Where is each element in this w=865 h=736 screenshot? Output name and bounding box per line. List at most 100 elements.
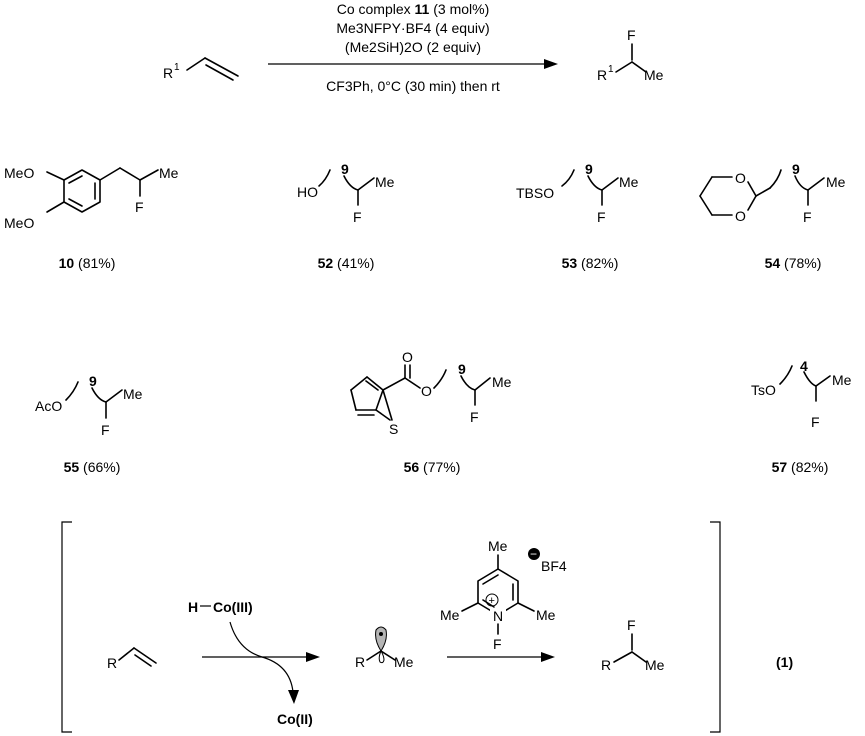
f-label: F: [811, 414, 820, 430]
repeat-paren-left: [779, 365, 793, 385]
carbonyl-oxygen: O: [402, 349, 413, 365]
mech-alkene-double-b: [134, 654, 152, 667]
ring-bond-3: [699, 195, 713, 216]
general-product: F R 1 Me: [597, 27, 664, 83]
methoxy-bond-1: [46, 171, 65, 181]
thiophene-bond-3: [366, 376, 384, 391]
repeat-paren-right: [794, 175, 809, 191]
mechanism-scheme: R H Co(III) Co(II) R Me Me: [61, 521, 793, 733]
hco-co3-label: Co(III): [213, 599, 253, 615]
f-label: F: [597, 209, 606, 225]
compound-caption: 55 (66%): [64, 459, 121, 475]
compound-caption: 10 (81%): [59, 255, 116, 271]
pyridine-n-label: N: [493, 608, 503, 624]
methoxy-label-2: MeO: [4, 215, 34, 231]
reactant-r-label: R: [163, 65, 173, 81]
compound-caption: 57 (82%): [772, 459, 829, 475]
repeat-paren-right: [587, 175, 603, 191]
mech-product-me-label: Me: [645, 657, 665, 673]
thiophene-bond-5: [350, 389, 357, 411]
mech-product-r-label: R: [601, 657, 611, 673]
compound-56: S O O 9 Me F 56 (77%): [350, 349, 512, 475]
reactant-alkene: R 1: [163, 57, 239, 81]
reaction-arrow-group: Co complex 11 (3 mol%) Me3NFPY·BF4 (4 eq…: [268, 1, 558, 94]
repeat-paren-right: [343, 175, 359, 191]
chain-bond: [474, 377, 491, 391]
radical-rc-bond: [366, 650, 382, 661]
compound-caption: 53 (82%): [562, 255, 619, 271]
ring-oxygen-1: O: [735, 170, 746, 186]
compound-caption: 52 (41%): [318, 255, 375, 271]
product-rc-bond: [615, 61, 633, 73]
mech-arrow-1-head: [306, 652, 320, 662]
me-label: Me: [159, 165, 179, 181]
pyridine-me-top: Me: [488, 538, 508, 554]
repeat-count: 9: [458, 361, 466, 377]
conditions-line-3: (Me2SiH)2O (2 equiv): [345, 39, 481, 55]
product-r-superscript: 1: [608, 64, 614, 75]
repeat-paren-left: [561, 169, 575, 187]
product-r-label: R: [597, 67, 607, 83]
methoxy-bond-2: [46, 201, 65, 213]
pyridine-f-label: F: [493, 636, 502, 652]
thiophene-bond-3b: [365, 380, 379, 391]
chain-bond: [601, 177, 619, 191]
chain-bond-2: [807, 177, 825, 191]
pyridine-me-right: Me: [536, 607, 556, 623]
ring-oxygen-2: O: [735, 208, 746, 224]
radical-orbital-lower: [378, 649, 385, 664]
radical-orbital-upper: [375, 626, 387, 652]
repeat-paren-left: [65, 381, 79, 401]
f-label: F: [470, 409, 479, 425]
py-me-left-bond: [461, 602, 479, 612]
radical-me-label: Me: [394, 654, 414, 670]
bf4-label: BF4: [541, 558, 567, 574]
methoxy-label-1: MeO: [4, 165, 34, 181]
repeat-paren-left: [433, 369, 447, 389]
mech-product-rc-bond: [613, 651, 633, 663]
co2-curved-arrow-head: [288, 690, 299, 704]
product-f-label: F: [627, 27, 636, 43]
repeat-paren-right: [803, 371, 817, 387]
mech-product-f-label: F: [627, 617, 636, 633]
thiophene-sulfur: S: [389, 421, 398, 437]
compound-53: TBSO 9 Me F 53 (82%): [516, 161, 639, 271]
radical-electron-dot: [379, 632, 383, 636]
chain-bond-2: [119, 167, 141, 181]
me-label: Me: [492, 374, 512, 390]
ring-bond-6: [747, 195, 757, 211]
chain-bond-1: [99, 167, 121, 181]
thiophene-bond-s: [382, 389, 393, 421]
mech-alkene-double-a: [133, 647, 157, 664]
pyridinium-plus: +: [489, 595, 495, 607]
radical-r-label: R: [355, 654, 365, 670]
compound-10: MeO MeO Me F 10 (81%): [4, 165, 179, 271]
repeat-count: 9: [585, 161, 593, 177]
product-cme-bond: [631, 61, 647, 73]
me-label: Me: [832, 372, 852, 388]
me-label: Me: [123, 386, 143, 402]
f-label: F: [135, 199, 144, 215]
co2-label: Co(II): [277, 711, 313, 727]
conditions-line-1: Co complex 11 (3 mol%): [337, 1, 490, 17]
f-label: F: [803, 209, 812, 225]
mech-alkene-r-label: R: [107, 655, 117, 671]
ring-inner-bond-3: [68, 198, 83, 207]
hco-curved-arrow-in: [229, 621, 263, 658]
mech-arrow-2-head: [541, 652, 555, 662]
compound-57: TsO 4 Me F 57 (82%): [751, 358, 852, 475]
repeat-count: 4: [800, 358, 808, 374]
f-label: F: [101, 422, 110, 438]
compound-52: HO 9 Me F 52 (41%): [297, 161, 395, 271]
me-label: Me: [826, 174, 846, 190]
co2-curved-arrow: [261, 656, 294, 693]
f-label: F: [353, 209, 362, 225]
hydroxy-label: HO: [297, 184, 318, 200]
py-n-mask: [490, 608, 506, 624]
repeat-paren-right: [460, 375, 476, 391]
chain-bond: [357, 177, 375, 191]
repeat-paren-left: [769, 169, 782, 189]
thiophene-bond-s2: [375, 409, 391, 421]
ring-carbonyl-bond: [382, 377, 406, 391]
